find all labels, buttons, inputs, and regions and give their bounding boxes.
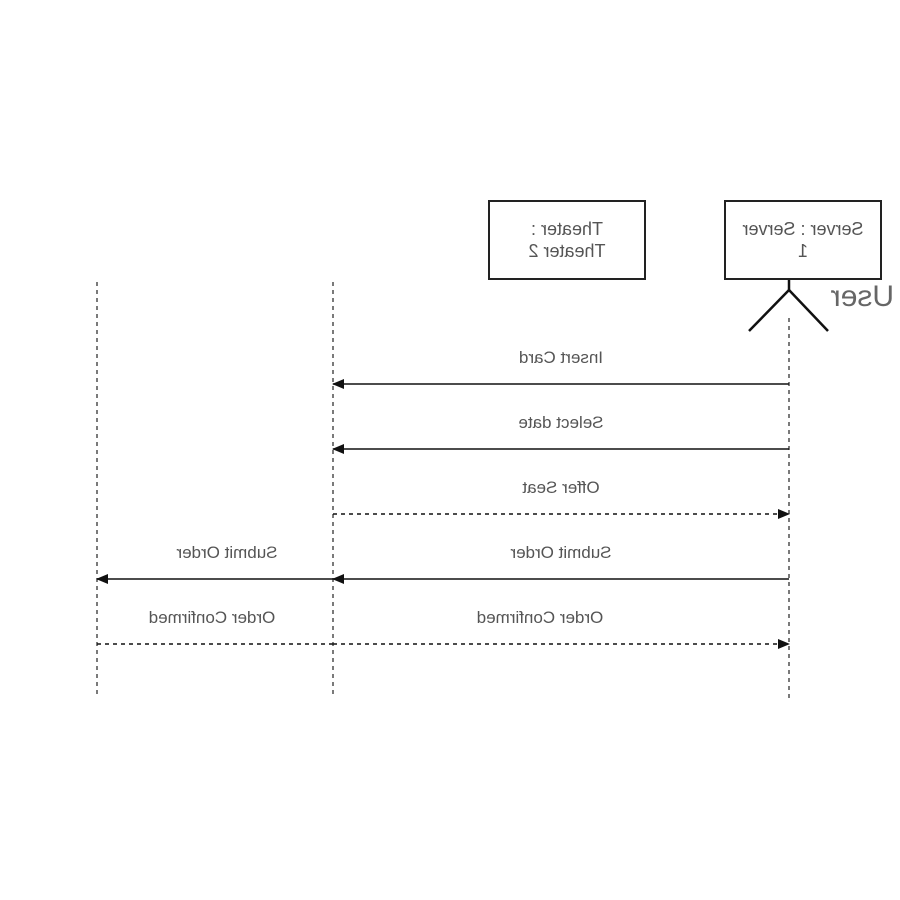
message-label: Order Confirmed <box>476 608 604 627</box>
participant-server-label-line2: 1 <box>798 241 809 261</box>
message-label: Insert Card <box>518 348 604 367</box>
participant-server-box: Server : Server 1 <box>724 200 882 280</box>
participant-theater-label-line1: Theater : <box>530 219 604 239</box>
participant-theater-box: Theater : Theater 2 <box>488 200 646 280</box>
message-label: Offer Seat <box>522 478 600 497</box>
actor-name-label: User <box>830 280 894 313</box>
message-label: Submit Order <box>176 543 278 562</box>
participant-theater-label-line2: Theater 2 <box>528 241 606 261</box>
message-label: Select date <box>518 413 604 432</box>
message-label: Submit Order <box>510 543 612 562</box>
participant-server-label-line1: Server : Server <box>742 219 864 239</box>
message-label: Order Confirmed <box>148 608 276 627</box>
